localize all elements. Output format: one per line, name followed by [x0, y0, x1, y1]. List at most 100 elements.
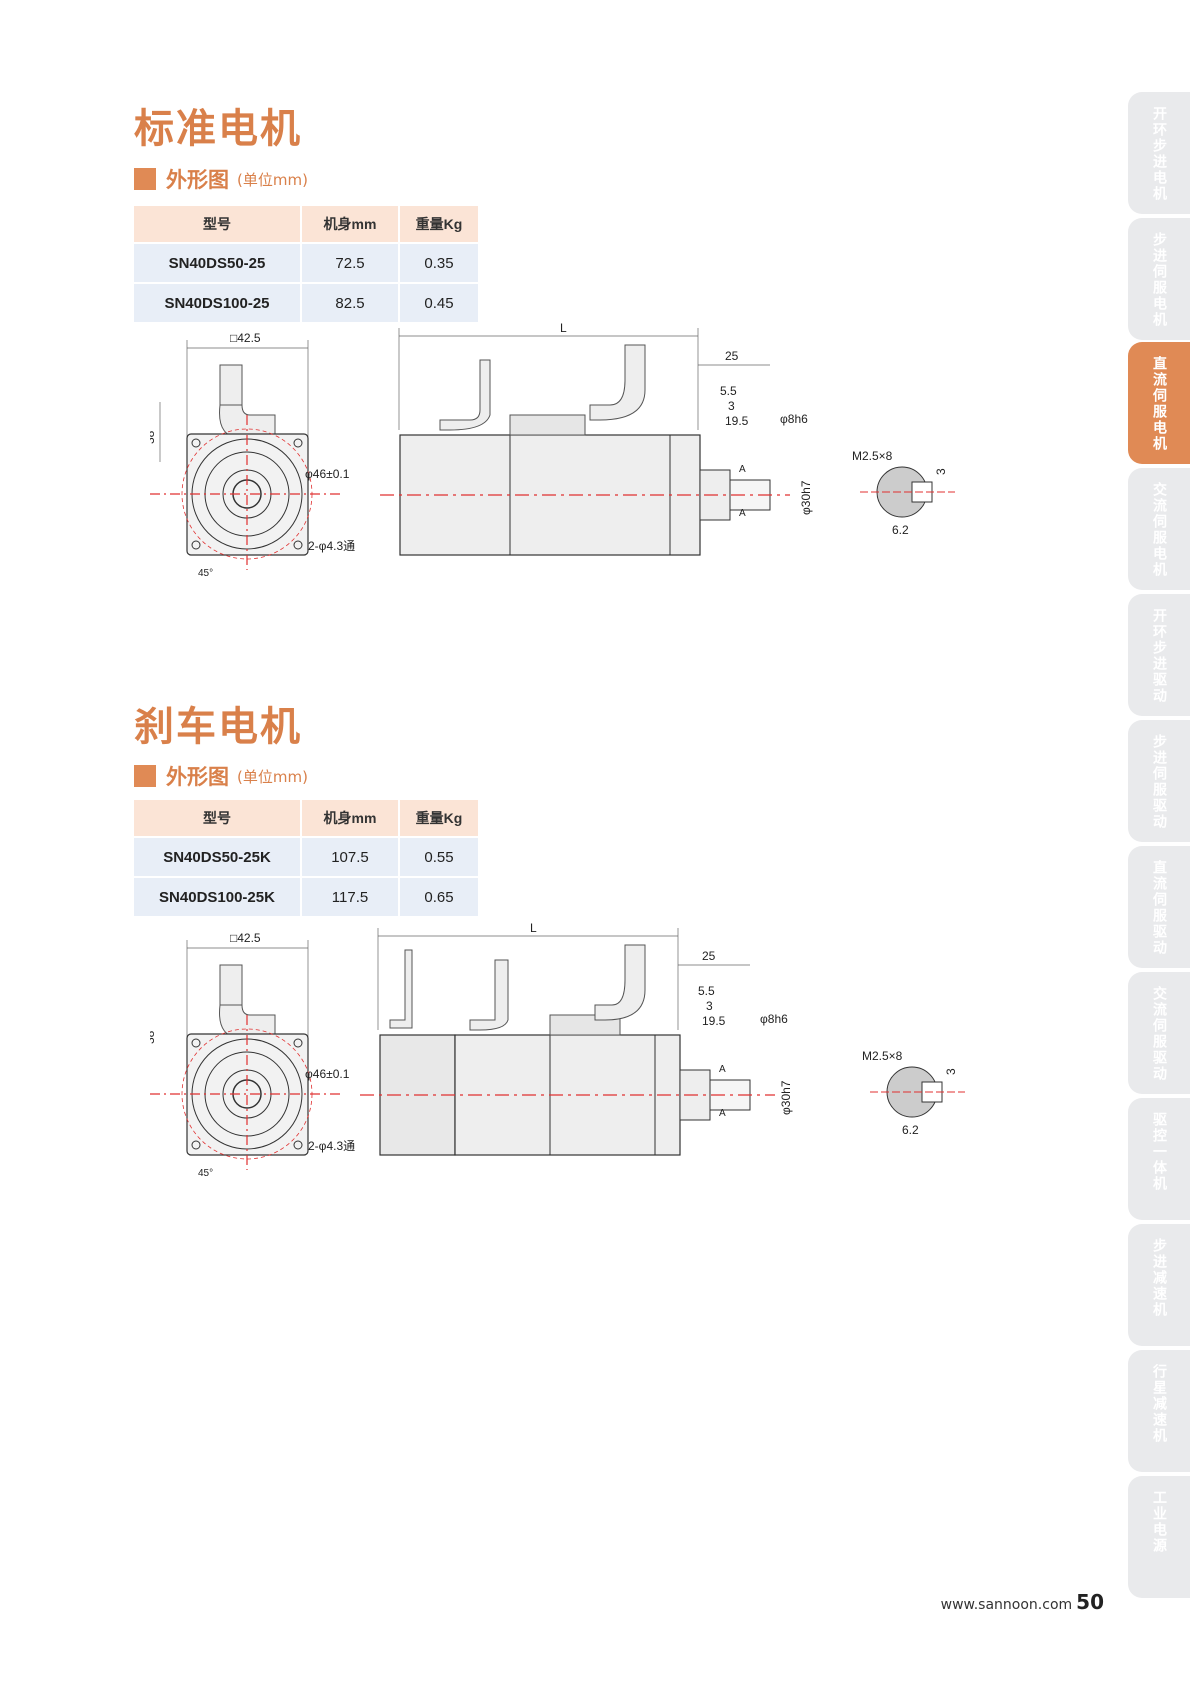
shaft-section-view: M2.5×8 6.2 3 — [852, 449, 955, 537]
header-length: 机身mm — [301, 206, 400, 243]
dim-tap: M2.5×8 — [852, 449, 893, 463]
subheading-label: 外形图 — [166, 168, 229, 192]
dim-flat: 6.2 — [892, 523, 909, 537]
tab-label: 步进伺服电机 — [1151, 232, 1167, 328]
subheading-outline: 外形图 (单位mm) — [134, 762, 308, 790]
tab-label: 交流伺服电机 — [1151, 482, 1167, 578]
dim-holes: 2-φ4.3通 — [308, 1139, 355, 1153]
cell-model: SN40DS50-25K — [134, 836, 302, 877]
side-tab-dc-servo-motor[interactable]: 直流伺服电机 — [1128, 342, 1190, 464]
section-mark-a: A — [719, 1064, 726, 1075]
cell-weight: 0.55 — [399, 836, 480, 877]
dim-25: 25 — [725, 349, 739, 363]
cell-weight: 0.45 — [399, 282, 480, 322]
tab-label: 行星减速机 — [1151, 1364, 1167, 1444]
tab-label: 步进减速机 — [1151, 1238, 1167, 1318]
cell-length: 72.5 — [301, 242, 400, 283]
header-model: 型号 — [134, 206, 302, 243]
section-title-standard: 标准电机 — [134, 106, 302, 152]
table-row: SN40DS50-25K 107.5 0.55 — [134, 836, 480, 877]
side-tab-ac-servo-driver[interactable]: 交流伺服驱动 — [1128, 972, 1190, 1094]
side-tab-integrated-drive-motor[interactable]: 驱控一体机 — [1128, 1098, 1190, 1220]
header-length: 机身mm — [301, 800, 400, 837]
table-row: SN40DS50-25 72.5 0.35 — [134, 242, 480, 283]
unit-label: (单位mm) — [237, 767, 308, 786]
dim-angle: 45° — [198, 1168, 213, 1179]
dim-height: 38 — [150, 1030, 157, 1044]
dim-3: 3 — [728, 399, 735, 413]
cell-length: 107.5 — [301, 836, 400, 877]
square-bullet-icon — [134, 168, 156, 190]
header-weight: 重量Kg — [399, 206, 480, 243]
dim-holes: 2-φ4.3通 — [308, 539, 355, 553]
cell-model: SN40DS50-25 — [134, 242, 302, 283]
dim-tap: M2.5×8 — [862, 1049, 903, 1063]
side-view: L 25 5.5 3 19.5 φ8h6 φ30h7 A A — [360, 921, 793, 1156]
section-title-brake: 刹车电机 — [134, 704, 302, 750]
side-view: L 25 5.5 3 19.5 φ8h6 φ30h7 A A — [380, 321, 813, 556]
header-weight: 重量Kg — [399, 800, 480, 837]
tab-label: 直流伺服电机 — [1151, 356, 1167, 452]
side-tab-stepper-servo-driver[interactable]: 步进伺服驱动 — [1128, 720, 1190, 842]
cell-weight: 0.65 — [399, 876, 480, 916]
shaft-section-view: M2.5×8 6.2 3 — [862, 1049, 965, 1137]
side-tab-open-loop-stepper-driver[interactable]: 开环步进驱动 — [1128, 594, 1190, 716]
spec-table-brake: 型号 机身mm 重量Kg SN40DS50-25K 107.5 0.55 SN4… — [134, 800, 480, 916]
dim-square: □42.5 — [230, 331, 261, 345]
dim-25: 25 — [702, 949, 716, 963]
dim-3: 3 — [706, 999, 713, 1013]
dim-5-5: 5.5 — [698, 984, 715, 998]
section-mark-a: A — [739, 508, 746, 519]
side-tab-stepper-gearbox[interactable]: 步进减速机 — [1128, 1224, 1190, 1346]
spec-table-standard: 型号 机身mm 重量Kg SN40DS50-25 72.5 0.35 SN40D… — [134, 206, 480, 322]
tab-label: 交流伺服驱动 — [1151, 986, 1167, 1082]
section-mark-a: A — [719, 1108, 726, 1119]
dim-L: L — [560, 321, 567, 335]
header-model: 型号 — [134, 800, 302, 837]
table-row: SN40DS100-25 82.5 0.45 — [134, 282, 480, 322]
dim-height: 38 — [150, 430, 157, 444]
front-view: □42.5 38 φ46±0.1 2-φ4.3通 45° — [150, 931, 355, 1179]
side-tab-dc-servo-driver[interactable]: 直流伺服驱动 — [1128, 846, 1190, 968]
dim-19-5: 19.5 — [702, 1014, 726, 1028]
dim-5-5: 5.5 — [720, 384, 737, 398]
dim-19-5: 19.5 — [725, 414, 749, 428]
tab-label: 步进伺服驱动 — [1151, 734, 1167, 830]
dim-shaft: φ8h6 — [760, 1012, 788, 1026]
side-tab-ac-servo-motor[interactable]: 交流伺服电机 — [1128, 468, 1190, 590]
tab-label: 工业电源 — [1151, 1490, 1167, 1554]
dim-L: L — [530, 921, 537, 935]
dim-pilot: φ30h7 — [779, 1080, 793, 1115]
dim-flat: 6.2 — [902, 1123, 919, 1137]
subheading-outline: 外形图 (单位mm) — [134, 165, 308, 193]
cell-length: 82.5 — [301, 282, 400, 322]
dim-flat-height: 3 — [944, 1068, 958, 1075]
subheading-label: 外形图 — [166, 765, 229, 789]
website-url: www.sannoon.com — [940, 1597, 1073, 1613]
cell-weight: 0.35 — [399, 242, 480, 283]
cell-length: 117.5 — [301, 876, 400, 916]
section-mark-a: A — [739, 464, 746, 475]
side-tab-industrial-power-supply[interactable]: 工业电源 — [1128, 1476, 1190, 1598]
side-tab-planetary-gearbox[interactable]: 行星减速机 — [1128, 1350, 1190, 1472]
dim-pilot: φ30h7 — [799, 480, 813, 515]
tab-label: 开环步进电机 — [1151, 106, 1167, 202]
tab-label: 直流伺服驱动 — [1151, 860, 1167, 956]
front-view: □42.5 38 φ46±0.1 2-φ4.3通 45° — [150, 331, 355, 579]
dim-pcd: φ46±0.1 — [305, 1067, 350, 1081]
side-tab-open-loop-stepper-motor[interactable]: 开环步进电机 — [1128, 92, 1190, 214]
page-number: 50 — [1076, 1590, 1104, 1614]
outline-drawing-standard: □42.5 38 φ46±0.1 2-φ4.3通 45° L 25 — [150, 321, 955, 579]
tab-label: 开环步进驱动 — [1151, 608, 1167, 704]
dim-angle: 45° — [198, 568, 213, 579]
side-tab-stepper-servo-motor[interactable]: 步进伺服电机 — [1128, 218, 1190, 340]
outline-drawing-brake: □42.5 38 φ46±0.1 2-φ4.3通 45° L 25 5.5 — [150, 921, 965, 1179]
page-footer: www.sannoon.com 50 — [941, 1590, 1104, 1614]
table-row: SN40DS100-25K 117.5 0.65 — [134, 876, 480, 916]
square-bullet-icon — [134, 765, 156, 787]
dim-shaft: φ8h6 — [780, 412, 808, 426]
cell-model: SN40DS100-25K — [134, 876, 302, 916]
cell-model: SN40DS100-25 — [134, 282, 302, 322]
dim-square: □42.5 — [230, 931, 261, 945]
tab-label: 驱控一体机 — [1151, 1112, 1167, 1192]
